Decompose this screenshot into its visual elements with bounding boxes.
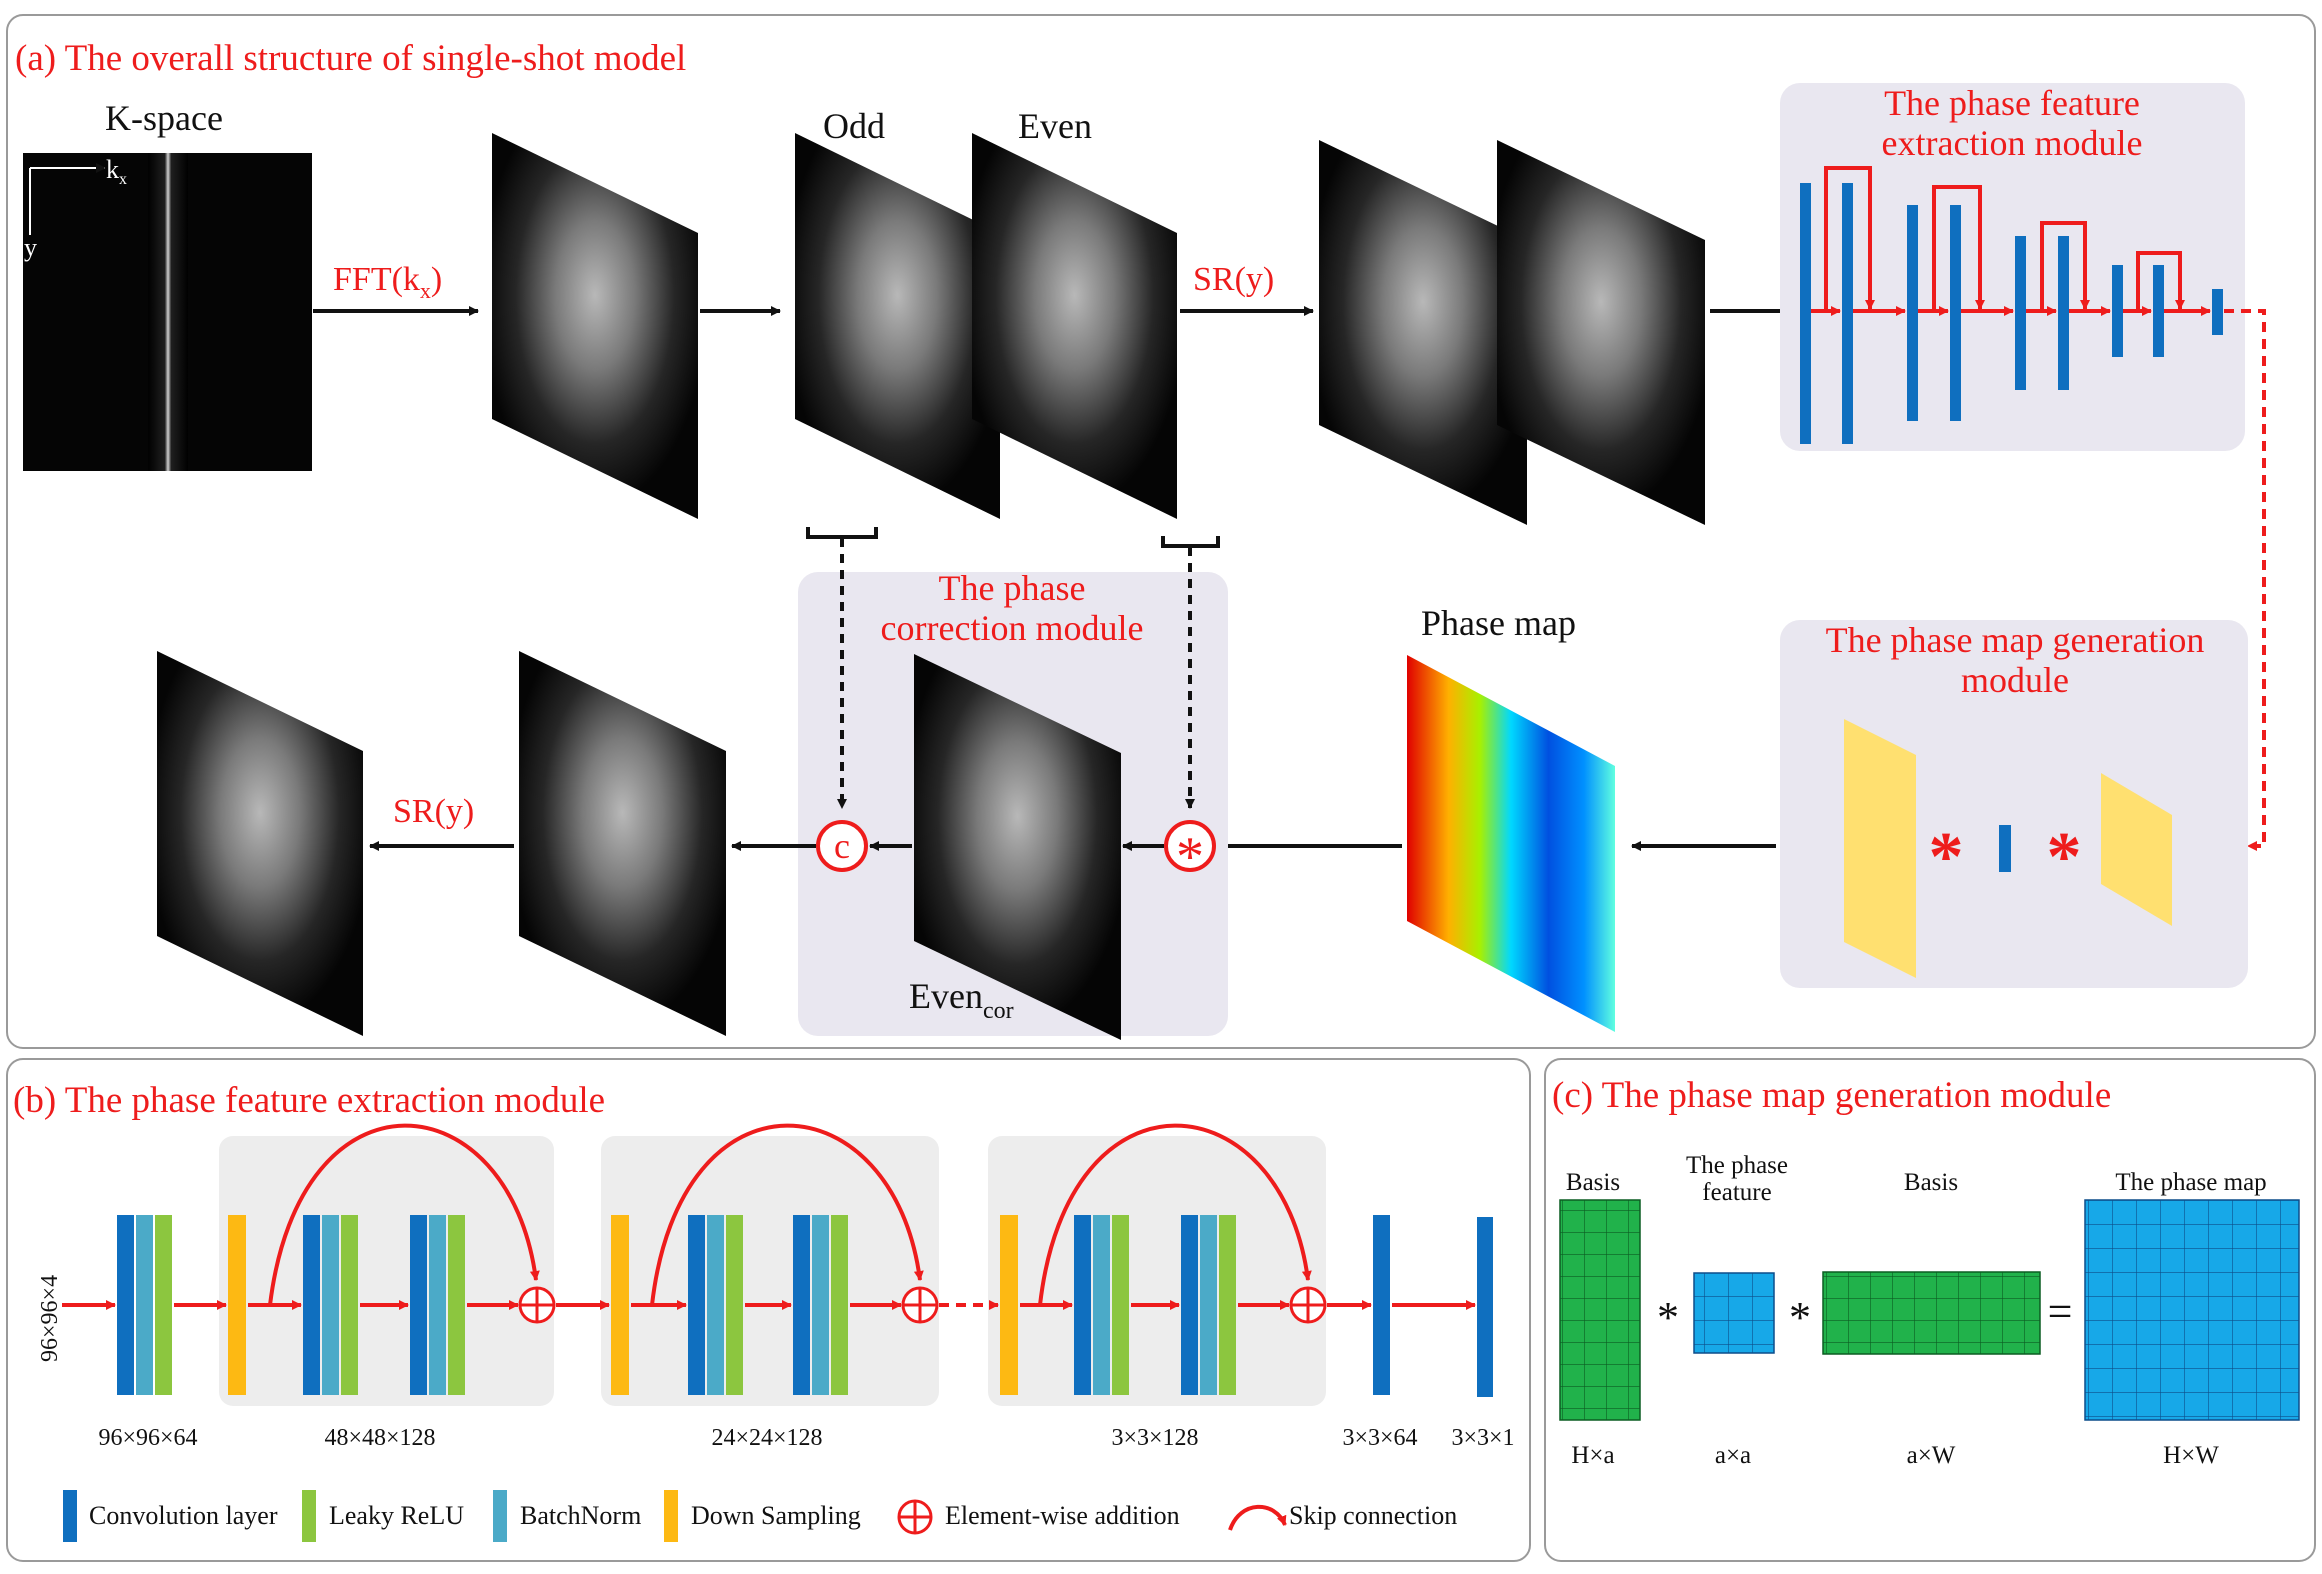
legend-down-label: Down Sampling: [691, 1501, 861, 1530]
even-cor-label: Evencor: [909, 976, 1014, 1024]
kx-label: kx: [106, 155, 127, 188]
pmg-feature-bar: [1999, 825, 2011, 872]
input-dim-label: 96×96×4: [37, 1275, 63, 1362]
legend-leaky-swatch: [302, 1490, 316, 1542]
legend-add-label: Element-wise addition: [945, 1501, 1180, 1530]
final-image: [157, 651, 363, 1036]
phase-feature-label-1: The phase: [1686, 1152, 1788, 1179]
dim-hxw: H×W: [2163, 1442, 2219, 1469]
network-arrows: [62, 1123, 1476, 1310]
basis-right-matrix: [1822, 1271, 2041, 1355]
legend-conv-label: Convolution layer: [89, 1501, 278, 1530]
pmg-star-2: *: [2047, 819, 2082, 896]
sr-odd-image: [1319, 140, 1527, 525]
y-axis-label: y: [24, 233, 37, 262]
elementwise-add-1: [518, 1286, 556, 1324]
convolution-symbol: *: [1176, 826, 1204, 888]
phase-map-label: Phase map: [1421, 603, 1576, 643]
dim-label-2: 48×48×128: [324, 1425, 435, 1451]
legend-bn-swatch: [493, 1490, 507, 1542]
panel-c-title: (c) The phase map generation module: [1552, 1075, 2111, 1116]
elementwise-add-2: [901, 1286, 939, 1324]
pc-title-1: The phase: [939, 568, 1086, 608]
basis-left-matrix: [1559, 1199, 1641, 1421]
pfe-to-pmg-dashed: [2224, 309, 2266, 851]
pfe-title-1: The phase feature: [1884, 83, 2140, 123]
dim-label-1: 96×96×64: [98, 1425, 197, 1451]
pmg-left-basis: [1844, 719, 1916, 978]
odd-label: Odd: [823, 106, 885, 146]
dim-label-4: 3×3×128: [1111, 1425, 1198, 1451]
legend-bn-label: BatchNorm: [520, 1501, 641, 1530]
panel-b-title: (b) The phase feature extraction module: [13, 1080, 605, 1121]
phase-map-image: [1407, 655, 1615, 1032]
pmg-title-2: module: [1961, 660, 2069, 700]
sr-label-top: SR(y): [1193, 261, 1274, 298]
pfe-mini-network: [1800, 166, 2223, 444]
pmg-star-1: *: [1929, 819, 1964, 896]
legend-leaky-label: Leaky ReLU: [329, 1501, 464, 1530]
pc-title-2: correction module: [881, 608, 1144, 648]
dim-hxa: H×a: [1571, 1442, 1614, 1469]
basis-left-label: Basis: [1566, 1169, 1620, 1196]
even-cor-image: [914, 654, 1121, 1040]
basis-right-label: Basis: [1904, 1169, 1958, 1196]
pmg-title-1: The phase map generation: [1826, 620, 2205, 660]
legend-skip-icon: [1228, 1504, 1287, 1531]
sr-even-image: [1497, 140, 1705, 525]
kspace-label: K-space: [105, 98, 223, 138]
phase-feature-matrix: [1693, 1272, 1775, 1354]
dim-axw: a×W: [1907, 1442, 1956, 1469]
legend-down-swatch: [664, 1490, 678, 1542]
dim-label-5: 3×3×64: [1342, 1425, 1417, 1451]
pfe-title-2: extraction module: [1882, 123, 2143, 163]
phase-feature-label-2: feature: [1702, 1179, 1771, 1206]
network-layers: [117, 1215, 1493, 1397]
pfe-module-box: [1780, 83, 2245, 451]
c-star-1: *: [1657, 1293, 1679, 1342]
even-label: Even: [1018, 106, 1092, 146]
even-image: [972, 133, 1177, 519]
legend-conv-swatch: [63, 1490, 77, 1542]
concat-symbol: c: [834, 826, 850, 866]
legend-add-icon: [897, 1499, 933, 1535]
fft-label: FFT(kx): [333, 261, 442, 303]
sr-label-bottom: SR(y): [393, 793, 474, 830]
phase-map-matrix: [2084, 1199, 2300, 1421]
concat-operator: [816, 820, 868, 872]
panel-a-title: (a) The overall structure of single-shot…: [15, 38, 686, 79]
dim-label-6: 3×3×1: [1451, 1425, 1514, 1451]
odd-brace: [806, 527, 878, 539]
fft-image: [492, 133, 698, 519]
convolution-operator: [1164, 820, 1216, 872]
phase-map-c-label: The phase map: [2115, 1169, 2266, 1196]
res-block-2-bg: [601, 1136, 939, 1406]
elementwise-add-3: [1289, 1286, 1327, 1324]
legend: Convolution layer Leaky ReLU BatchNorm D…: [63, 1490, 1457, 1542]
pmg-right-basis: [2101, 773, 2172, 926]
dim-label-3: 24×24×128: [711, 1425, 822, 1451]
dim-axa: a×a: [1715, 1442, 1751, 1469]
res-block-3-bg: [988, 1136, 1326, 1406]
c-star-2: *: [1789, 1293, 1811, 1342]
combined-image: [519, 651, 726, 1036]
kspace-image: [23, 153, 312, 471]
legend-skip-label: Skip connection: [1289, 1501, 1457, 1530]
even-brace: [1161, 536, 1220, 548]
c-equals: =: [2048, 1287, 2073, 1336]
res-block-1-bg: [219, 1136, 554, 1406]
odd-image: [795, 133, 1000, 519]
